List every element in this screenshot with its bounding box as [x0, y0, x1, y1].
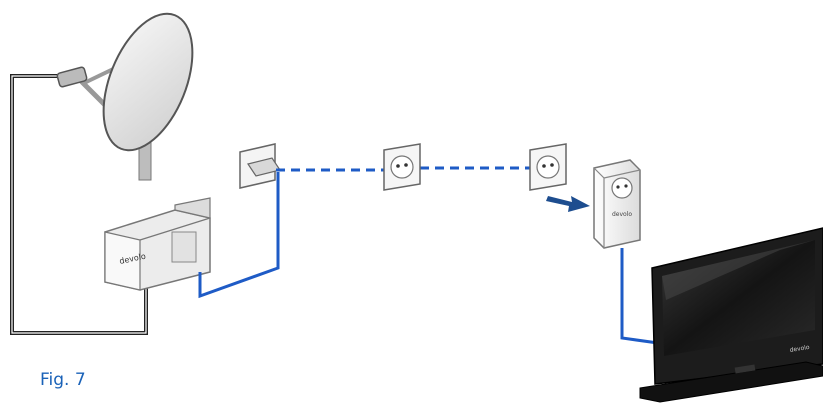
lan-cable-sat [198, 172, 280, 299]
coax-cable [10, 74, 148, 335]
tv-icon: devolo [639, 227, 823, 403]
satellite-dish-icon [56, 12, 194, 181]
antenna-socket-icon [239, 143, 281, 189]
powerline-link [276, 166, 530, 172]
figure-caption: Fig. 7 [40, 370, 86, 390]
tv-logo: devolo [789, 344, 810, 354]
powerline-adapter-logo: devolo [612, 211, 632, 218]
devolo-adapter-icon: devolo [104, 197, 211, 291]
lan-cable-tv [620, 248, 659, 345]
powerline-adapter-icon: devolo [593, 159, 641, 249]
plug-in-arrow-icon [546, 196, 590, 212]
power-socket-icon [383, 143, 421, 191]
power-socket-icon [529, 143, 567, 191]
